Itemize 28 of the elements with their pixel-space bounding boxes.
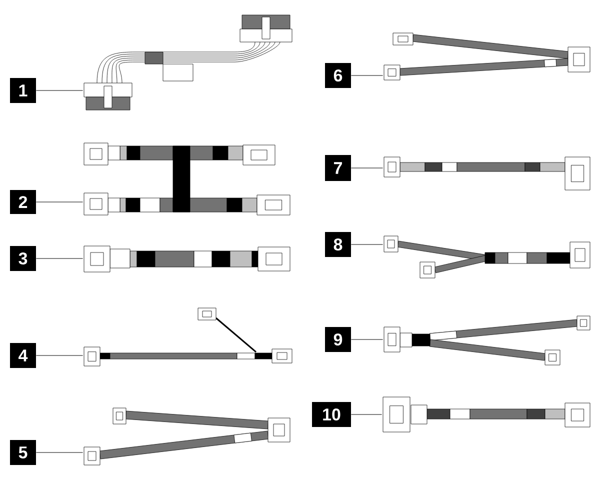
leader-line [36, 258, 84, 259]
cable-drawing [384, 32, 590, 80]
cable-drawing [384, 156, 590, 190]
leader-line [350, 244, 384, 245]
leader-line [36, 355, 84, 356]
cable-drawing [84, 246, 290, 272]
cable-drawing [84, 142, 290, 216]
callout-number: 2 [10, 190, 36, 214]
callout-number: 7 [325, 155, 351, 181]
leader-line [350, 339, 384, 340]
cable-drawing [84, 408, 290, 466]
callout-number: 8 [325, 232, 351, 257]
cable-drawing [84, 14, 292, 110]
callout-number: 3 [10, 246, 36, 271]
leader-line [36, 90, 84, 91]
leader-line [350, 414, 382, 415]
cable-drawing [84, 308, 292, 366]
cable-drawing [384, 316, 590, 366]
callout-number: 6 [325, 63, 351, 88]
cable-drawing [384, 236, 590, 278]
callout-number: 10 [312, 402, 351, 427]
leader-line [350, 75, 384, 76]
leader-line [36, 452, 84, 453]
callout-number: 4 [10, 343, 36, 368]
callout-number: 1 [10, 78, 36, 103]
callout-number: 9 [325, 327, 351, 352]
callout-number: 5 [10, 440, 36, 465]
cable-drawing [382, 396, 590, 432]
